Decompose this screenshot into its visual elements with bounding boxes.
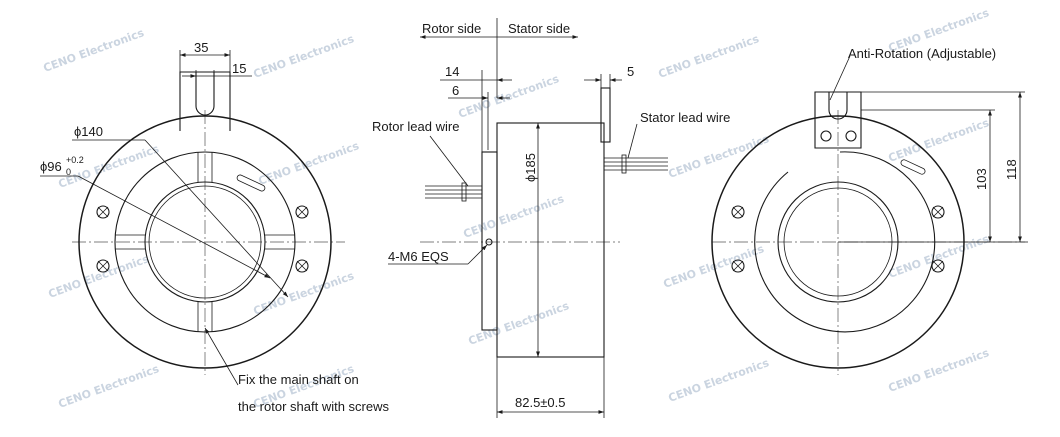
- front-view-rotor: 35 15 ϕ140 ϕ96 +0.2 0 Fix the main shaft…: [40, 40, 389, 414]
- watermark: CENO Electronics: [47, 252, 152, 301]
- tab-screw: [845, 130, 857, 142]
- fix-note-leader: [204, 327, 239, 386]
- dim-35-label: 35: [194, 40, 208, 55]
- shaft-collar-segments: [115, 152, 295, 332]
- dim-185-label: ϕ185: [523, 153, 538, 182]
- anti-rotation-label: Anti-Rotation (Adjustable): [848, 46, 996, 61]
- stator-lead-label: Stator lead wire: [640, 110, 730, 125]
- side-view: Rotor side Stator side 14: [372, 18, 730, 418]
- rotor-lead-leader: [429, 135, 469, 187]
- dim-118-label: 118: [1004, 159, 1019, 180]
- thread-note-label: 4-M6 EQS: [388, 249, 449, 264]
- watermark: CENO Electronics: [887, 346, 992, 395]
- rear-nameplate: [900, 159, 926, 175]
- stator-side-label: Stator side: [508, 21, 570, 36]
- dim-96-label: ϕ96: [40, 159, 62, 174]
- watermark: CENO Electronics: [887, 232, 992, 281]
- tab-screw: [820, 130, 832, 142]
- watermark: CENO Electronics: [42, 26, 147, 75]
- rear-tab-slot: [828, 92, 848, 120]
- rotor-flange: [481, 151, 498, 331]
- dim-96-tol-upper: +0.2: [66, 155, 84, 165]
- watermark-layer: CENO Electronics CENO Electronics CENO E…: [42, 6, 992, 411]
- dim-6-label: 6: [452, 83, 459, 98]
- rotor-side-label: Rotor side: [422, 21, 481, 36]
- anti-rotation-tab: [179, 71, 231, 131]
- watermark: CENO Electronics: [457, 72, 562, 121]
- stator-anti-rotation-tab: [600, 87, 611, 143]
- rotor-lead-wires: [425, 182, 482, 202]
- watermark: CENO Electronics: [252, 32, 357, 81]
- watermark: CENO Electronics: [667, 356, 772, 405]
- dim-14-label: 14: [445, 64, 459, 79]
- stator-lead-wires: [604, 154, 668, 174]
- rear-bolt-holes: [731, 205, 945, 273]
- bore-inner-circle: [148, 185, 262, 299]
- bore-circle: [144, 181, 266, 303]
- watermark: CENO Electronics: [462, 192, 567, 241]
- stator-housing: [496, 122, 605, 358]
- rear-view-stator: Anti-Rotation (Adjustable) 103 118: [711, 46, 1028, 375]
- anti-rotation-leader: [829, 55, 851, 101]
- tab-slot: [195, 72, 215, 116]
- stator-lead-leader: [627, 123, 638, 159]
- watermark: CENO Electronics: [667, 132, 772, 181]
- dim-103-label: 103: [974, 168, 989, 190]
- dim-96-leader: [77, 175, 271, 279]
- outer-flange-circle: [78, 115, 332, 369]
- watermark: CENO Electronics: [887, 116, 992, 165]
- fix-note-line2: the rotor shaft with screws: [238, 399, 389, 414]
- mounting-bolt-holes: [96, 205, 309, 273]
- rear-body-arc: [754, 151, 936, 333]
- rotor-lead-label: Rotor lead wire: [372, 119, 459, 134]
- dim-96-tol-lower: 0: [66, 167, 71, 177]
- watermark: CENO Electronics: [57, 362, 162, 411]
- dim-5-label: 5: [627, 64, 634, 79]
- thread-hole: [485, 238, 493, 246]
- watermark: CENO Electronics: [657, 32, 762, 81]
- dim-length-label: 82.5±0.5: [515, 395, 566, 410]
- watermark: CENO Electronics: [257, 139, 362, 188]
- watermark: CENO Electronics: [57, 142, 162, 191]
- dim-140-leader: [144, 139, 289, 298]
- thread-note-leader: [467, 244, 488, 265]
- dim-15-label: 15: [232, 61, 246, 76]
- dim-140-label: ϕ140: [74, 124, 103, 139]
- nameplate: [236, 174, 266, 192]
- fix-note-line1: Fix the main shaft on: [238, 372, 359, 387]
